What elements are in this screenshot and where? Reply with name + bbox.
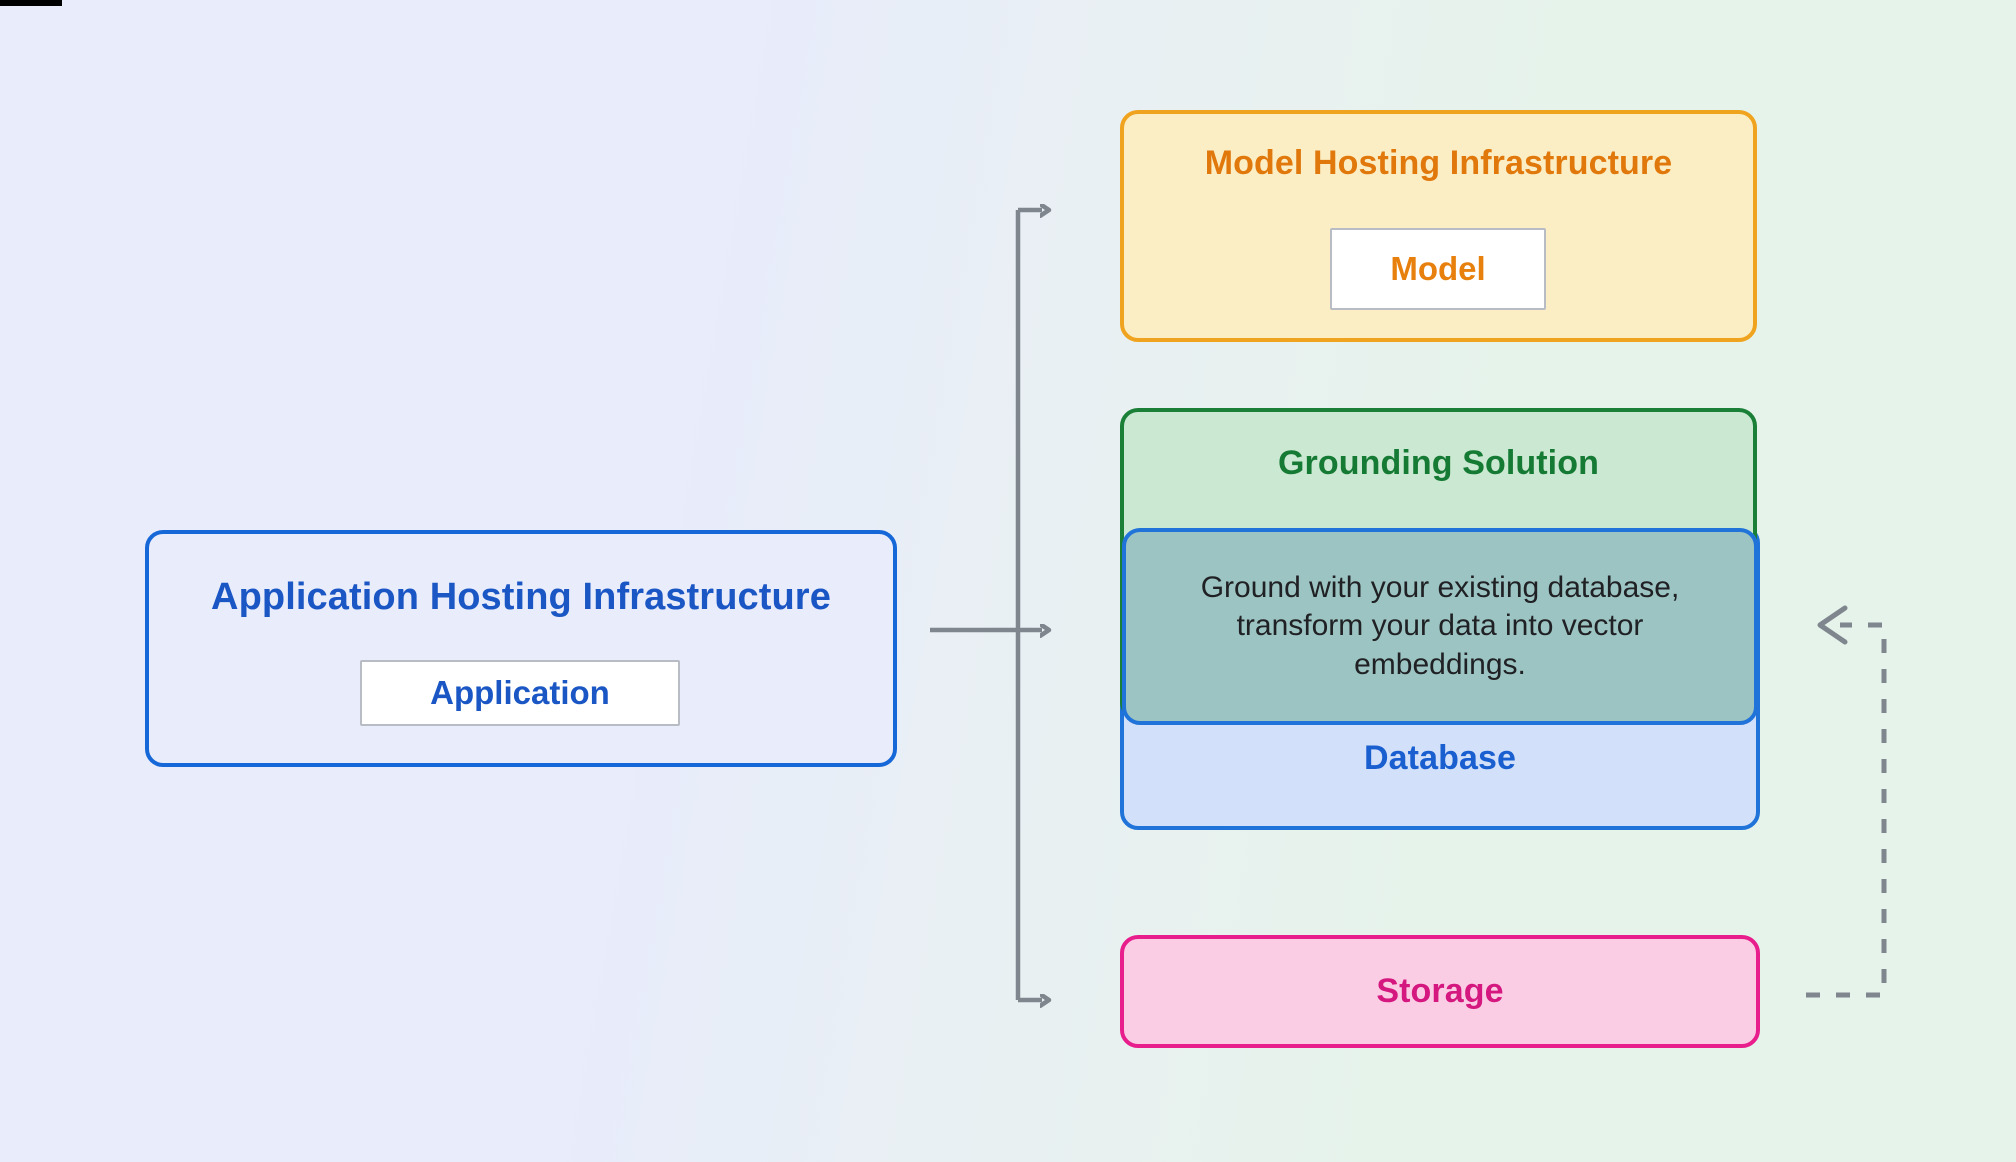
callout-text: Ground with your existing database, tran… [1200, 570, 1680, 681]
dashed-connector-storage-to-grounding [1806, 622, 1887, 998]
storage-title: Storage [1376, 972, 1504, 1010]
database-title: Database [1364, 739, 1516, 777]
connector-feedback-path [1806, 622, 1887, 998]
chip-application-label: Application [430, 674, 610, 711]
model-hosting-title: Model Hosting Infrastructure [1204, 144, 1673, 182]
node-storage[interactable]: Storage [1120, 935, 1760, 1048]
grounding-solution-title: Grounding Solution [1278, 444, 1599, 482]
node-model-hosting-infrastructure[interactable]: Model Hosting Infrastructure [1120, 110, 1757, 342]
chip-model-label: Model [1390, 250, 1486, 287]
chip-model[interactable]: Model [1330, 228, 1546, 310]
node-application-hosting-infrastructure[interactable]: Application Hosting Infrastructure [145, 530, 897, 767]
dashed-connector-arrowhead [1817, 605, 1848, 645]
chip-application[interactable]: Application [360, 660, 680, 726]
application-hosting-title: Application Hosting Infrastructure [211, 576, 831, 618]
callout-grounding-description: Ground with your existing database, tran… [1122, 528, 1758, 725]
corner-mark [0, 0, 62, 6]
solid-connectors [930, 210, 1042, 1000]
